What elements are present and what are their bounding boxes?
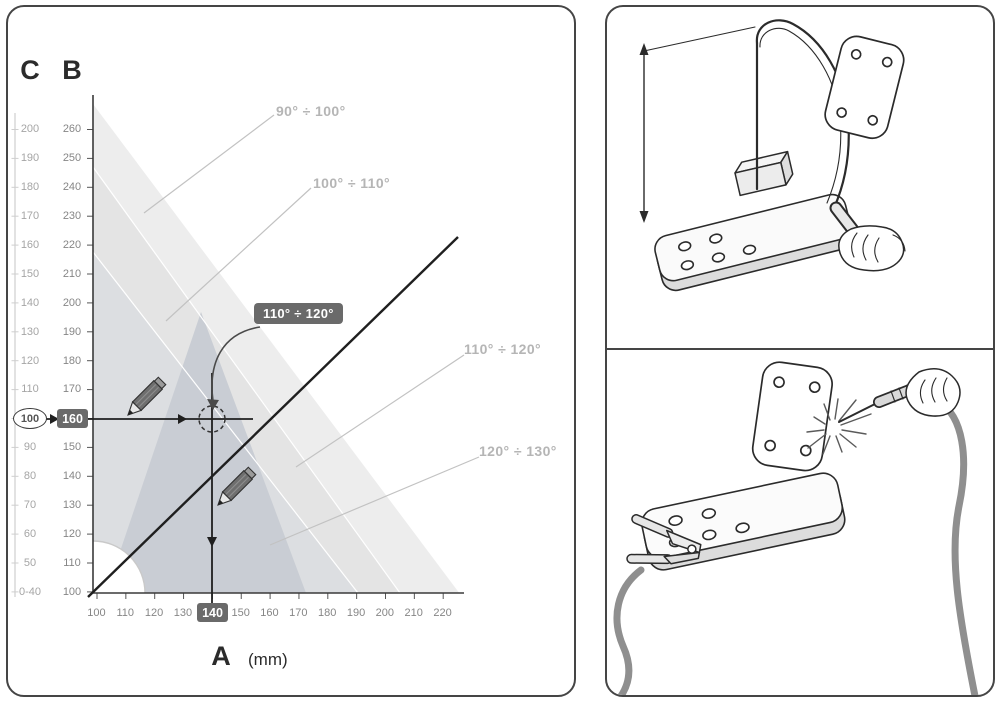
callout-120-130: 120° ÷ 130° [479,443,557,459]
cutting-illustration [639,19,906,292]
c-axis-tick-label: 140 [20,296,40,309]
a-axis-tick-label: 200 [375,607,395,619]
c-axis-tick-label: 190 [20,152,40,165]
a-axis-tick-label: 180 [317,607,337,619]
a-axis-tick-label: 190 [346,607,366,619]
c-axis-tick-label: 170 [20,210,40,223]
c-axis-tick-label: 50 [23,556,37,569]
axis-a-title: A [211,641,231,671]
c-axis-tick-label: 70 [23,499,37,512]
badge-curved-arrow [211,326,261,402]
b-value-badge: 160 [57,409,88,428]
b-axis-tick-label: 100 [62,585,82,598]
target-dashed-circle [198,405,226,433]
c-axis-tick-label: 150 [20,267,40,280]
callout-leaders [143,114,480,546]
weld-sparks [806,398,872,455]
a-value-badge: 140 [197,603,228,622]
b-axis-tick-label: 120 [62,527,82,540]
welding-illustration [613,361,979,695]
a-axis-tick-label: 160 [260,607,279,619]
a-axis-labels: 100 110 120 130 140150 160 170 180 190 200 210 220 [82,603,457,623]
illustration-panel [605,5,995,697]
a-axis-tick-label: 210 [404,607,423,619]
axis-a-unit: (mm) [248,650,288,669]
b-axis-tick-label: 220 [62,239,82,251]
electrode-cable [935,398,979,695]
arrow-down-icon [207,537,217,547]
b-axis-tick-label: 140 [62,470,82,483]
a-axis-tick-label: 110 [116,607,135,619]
c-axis-tick-label: 110 [21,383,39,396]
b-axis-tick-label: 180 [62,354,82,367]
c-axis-labels: 200 190 180 170 160 150 140 130 120 110 100 90 80 70 6… [10,115,50,606]
callout-110-120-badge: 110° ÷ 120° [254,303,343,324]
nomogram-figure [11,95,480,603]
b-axis-tick-label: 150 [62,441,82,454]
axis-b-title: B [62,55,82,85]
axis-c-title: C [20,55,40,85]
b-axis-tick-label: 170 [62,383,82,396]
a-axis-tick-label: 100 [87,607,106,619]
a-axis-tick-label: 120 [144,607,164,619]
c-value-circle: 100 [13,408,47,429]
ground-clamp [626,514,702,565]
cut-block [734,150,794,197]
callout-110-120: 110° ÷ 120° [464,341,542,357]
ground-cable [613,566,645,695]
small-plate [824,35,905,140]
c-axis-tick-label: 160 [20,239,40,251]
c-axis-tick-label: 130 [20,325,40,338]
base-plate [654,193,854,292]
hand [905,368,961,417]
upright-plate [751,361,833,472]
b-axis-tick-label: 200 [62,296,82,309]
arrow-right-icon [178,414,187,424]
b-axis-tick-label: 230 [62,210,82,223]
hand [838,225,906,272]
arrow-down-icon [207,399,219,410]
b-axis-labels: 260 250 240 230 220 210 200 190 180 170 160 150 140 1… [52,115,92,606]
a-axis-tick-label: 150 [231,607,250,619]
a-axis-tick-label: 220 [433,607,452,619]
b-axis-tick-label: 240 [62,181,82,194]
diagonal-reference-line [87,236,459,598]
c-axis-tick-label: 0-40 [18,585,42,598]
angle-regions [92,102,461,594]
b-axis-tick-label: 260 [62,123,82,136]
callout-90-100: 90° ÷ 100° [276,103,346,119]
b-axis-tickmarks [87,129,93,593]
arrow-right-icon [50,414,59,424]
c-axis-tick-label: 80 [23,470,37,483]
c-axis-tick-label: 180 [20,181,40,194]
b-axis-tick-label: 210 [62,267,82,280]
nomogram-panel: C B 200190180170160150140130120110100908… [6,5,576,697]
c-axis-tick-label: 60 [23,527,37,540]
b-axis-tick-label: 190 [62,325,82,338]
a-axis-tickmarks [96,593,444,599]
a-axis-tick-label: 170 [289,607,308,619]
welding-electrode [838,401,880,423]
panel-divider [607,348,993,350]
b-axis-tick-label: 110 [63,556,81,569]
c-axis-tick-label: 90 [23,441,37,454]
c-axis-tick-label: 200 [20,123,40,136]
c-axis-tick-label: 120 [20,354,40,367]
measurement-arrow [639,26,756,223]
b-axis-tick-label: 250 [62,152,82,165]
callout-100-110: 100° ÷ 110° [313,175,391,191]
a-axis-tick-label: 130 [173,607,193,619]
b-axis-tick-label: 130 [62,499,82,512]
